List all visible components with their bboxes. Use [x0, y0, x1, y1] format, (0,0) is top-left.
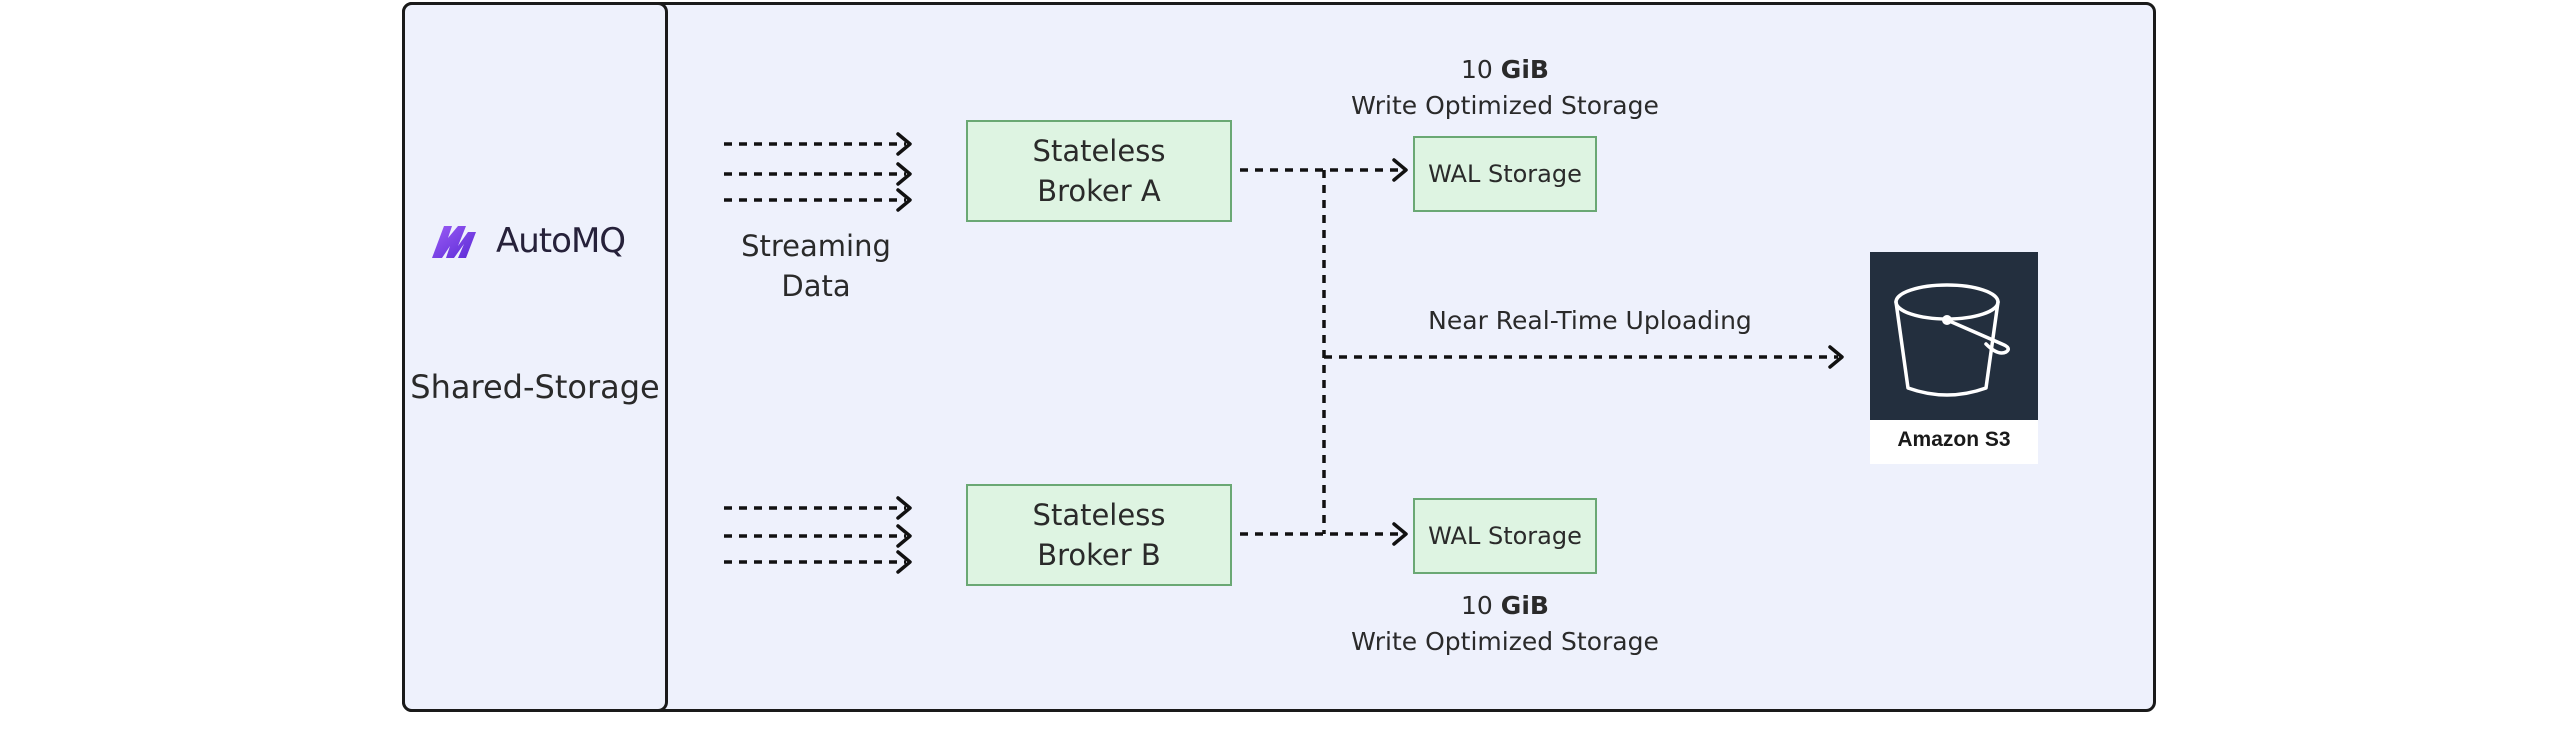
arrowhead [1828, 345, 1844, 369]
diagram-frame [402, 2, 2156, 712]
amazon-s3-node: Amazon S3 [1870, 252, 2038, 464]
s3-bucket-icon [1870, 252, 2038, 420]
storage-size-number: 10 [1461, 591, 1493, 620]
storage-caption-top: 10 GiB Write Optimized Storage [1325, 52, 1685, 124]
amazon-s3-label: Amazon S3 [1897, 428, 2011, 451]
wal-storage-b-box: WAL Storage [1413, 498, 1597, 574]
automq-logo: AutoMQ [430, 216, 640, 266]
storage-size-number: 10 [1461, 55, 1493, 84]
broker-a-box: Stateless Broker A [966, 120, 1232, 222]
shared-storage-label: Shared-Storage [410, 368, 660, 406]
arrowhead [896, 496, 912, 520]
arrowhead [1392, 522, 1408, 546]
arrowhead [1392, 158, 1408, 182]
arrowhead [896, 162, 912, 186]
broker-b-box: Stateless Broker B [966, 484, 1232, 586]
broker-a-line2: Broker A [1037, 174, 1161, 208]
storage-size-unit: GiB [1500, 591, 1549, 620]
storage-description: Write Optimized Storage [1351, 91, 1659, 120]
broker-b-line2: Broker B [1037, 538, 1161, 572]
broker-b-line1: Stateless [1032, 498, 1166, 532]
streaming-label-line1: Streaming [741, 229, 891, 263]
automq-logo-text: AutoMQ [496, 221, 626, 261]
arrowhead [896, 524, 912, 548]
storage-description: Write Optimized Storage [1351, 627, 1659, 656]
automq-logo-icon [432, 226, 476, 258]
streaming-label-line2: Data [781, 269, 851, 303]
arrowhead [896, 132, 912, 156]
shared-storage-panel [402, 2, 668, 712]
arrowhead [896, 550, 912, 574]
near-real-time-uploading-label: Near Real-Time Uploading [1428, 306, 1752, 335]
streaming-data-label: Streaming Data [716, 226, 916, 306]
broker-a-line1: Stateless [1032, 134, 1166, 168]
storage-size-unit: GiB [1500, 55, 1549, 84]
arrowhead [896, 188, 912, 212]
wal-storage-a-box: WAL Storage [1413, 136, 1597, 212]
storage-caption-bottom: 10 GiB Write Optimized Storage [1325, 588, 1685, 660]
